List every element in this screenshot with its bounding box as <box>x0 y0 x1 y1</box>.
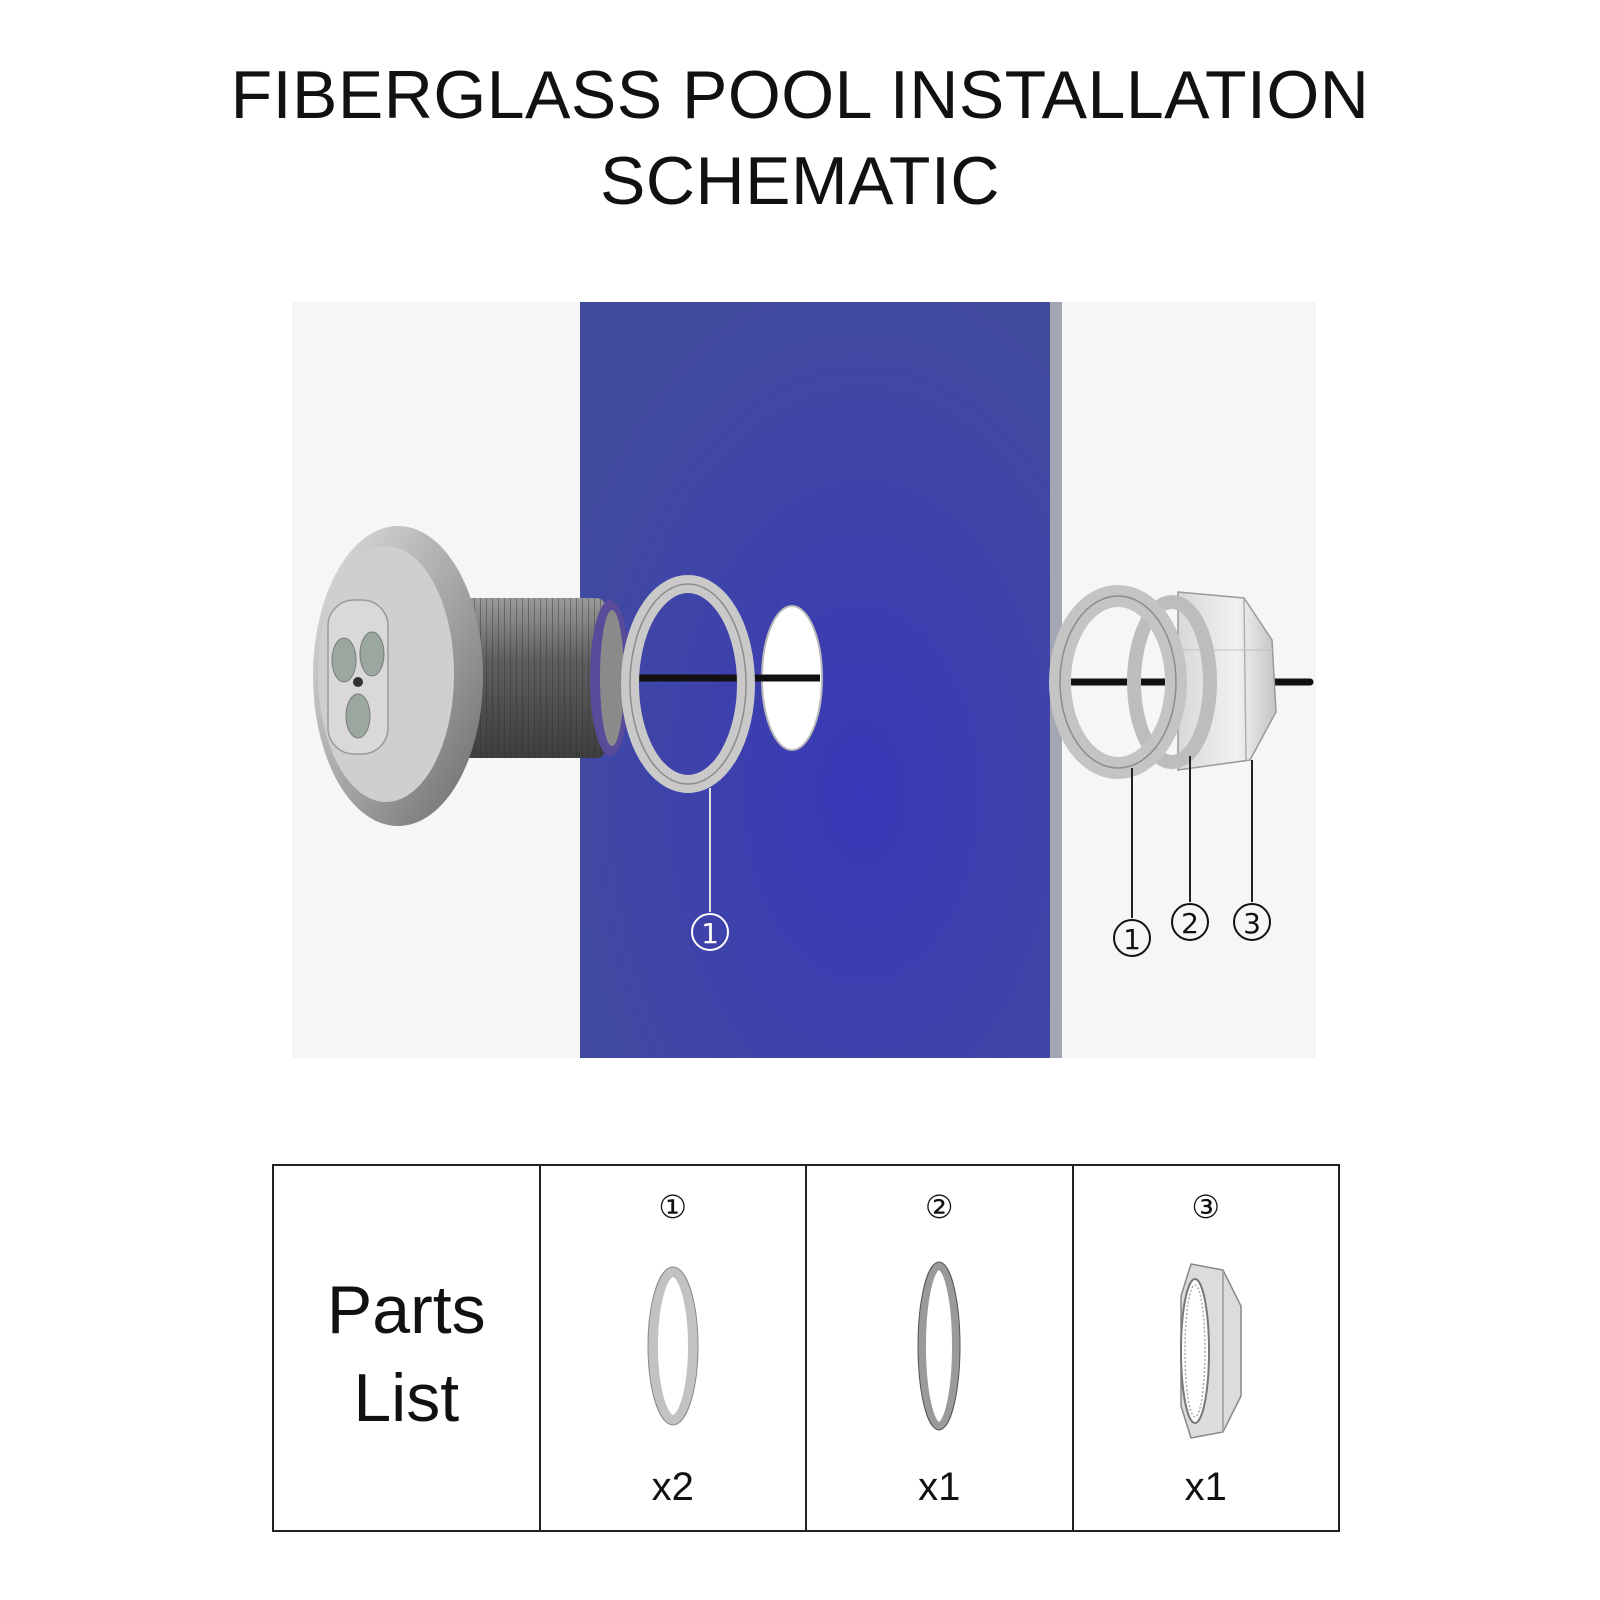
title-line-1: FIBERGLASS POOL INSTALLATION <box>230 57 1370 133</box>
page-title: FIBERGLASS POOL INSTALLATION SCHEMATIC <box>0 52 1600 224</box>
part-quantity: x2 <box>651 1465 694 1509</box>
part-cell-3: ③ x1 <box>1071 1166 1339 1530</box>
part-number: ② <box>924 1188 954 1226</box>
callout-gasket: 2 <box>1181 907 1199 940</box>
callout-inner-washer: 1 <box>701 917 719 950</box>
installation-diagram: 1 1 2 3 <box>313 302 1314 1058</box>
washer-icon <box>647 1266 699 1426</box>
parts-heading-line-1: Parts <box>326 1272 486 1348</box>
pool-light-fixture <box>313 526 630 826</box>
callout-nut: 3 <box>1243 907 1261 940</box>
part-number: ③ <box>1191 1188 1221 1226</box>
gasket-icon <box>917 1261 961 1431</box>
part-number: ① <box>658 1188 688 1226</box>
part-cell-1: ① x2 <box>538 1166 806 1530</box>
parts-heading-line-2: List <box>353 1360 460 1436</box>
part-quantity: x1 <box>1184 1465 1227 1509</box>
gasket <box>1127 595 1217 769</box>
hex-nut-icon <box>1179 1263 1242 1439</box>
title-line-2: SCHEMATIC <box>600 143 1000 219</box>
callout-outer-washer: 1 <box>1123 923 1141 956</box>
part-cell-2: ② x1 <box>805 1166 1072 1530</box>
part-quantity: x1 <box>918 1465 961 1509</box>
parts-list-table: Parts List ① x2 ② x1 ③ x1 <box>272 1164 1340 1532</box>
parts-heading-cell: Parts List <box>274 1166 539 1530</box>
parts-heading: Parts List <box>274 1266 539 1442</box>
